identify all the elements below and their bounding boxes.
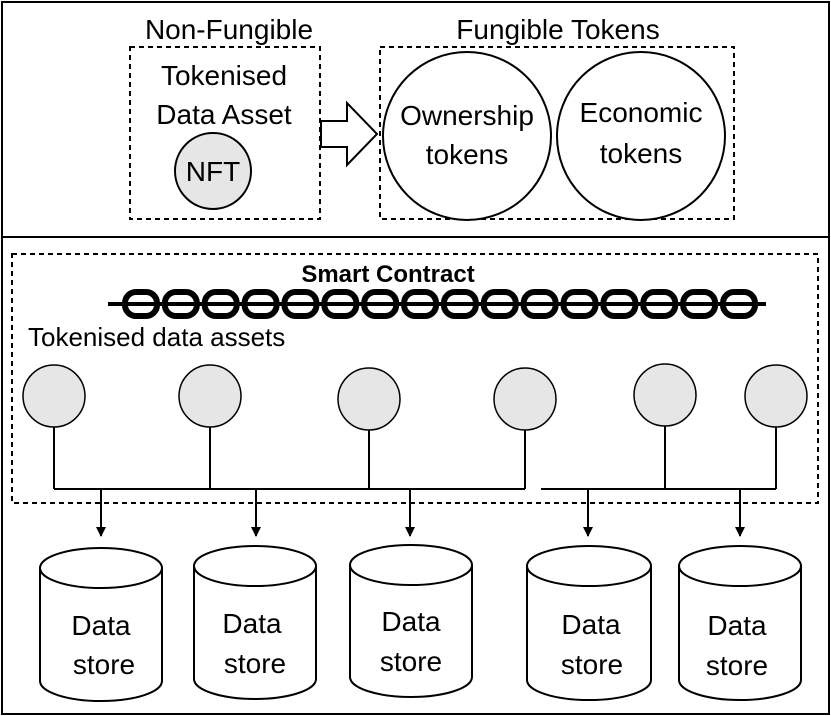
ownership-label-line2: tokens (426, 139, 509, 170)
tokenised-assets-label: Tokenised data assets (28, 322, 285, 352)
data-store-label: store (224, 648, 286, 679)
chain-link (161, 289, 200, 319)
data-store-label: store (561, 649, 623, 680)
data-store: Data store (193, 545, 317, 700)
chain-link (321, 289, 360, 319)
asset-token (493, 367, 557, 431)
asset-token (337, 367, 401, 431)
chain-link (241, 289, 280, 319)
fungible-heading: Fungible Tokens (456, 14, 659, 45)
ownership-label-line1: Ownership (400, 100, 534, 131)
chain-link (640, 289, 679, 319)
chain-icon (108, 289, 766, 319)
asset-tokens (22, 363, 808, 431)
smart-contract-box (11, 253, 819, 504)
asset-token (633, 363, 697, 427)
asset-token (744, 364, 808, 428)
chain-link (560, 289, 599, 319)
chain-link (401, 289, 440, 319)
nft-token (174, 132, 252, 210)
data-store-label: Data (707, 610, 767, 641)
hollow-right-arrow-icon (320, 100, 379, 168)
data-store: Data store (349, 544, 473, 698)
chain-link (361, 289, 400, 319)
nonfungible-box (129, 46, 321, 220)
economic-token (556, 51, 726, 221)
nft-label: NFT (186, 156, 240, 187)
asset-label-line1: Tokenised (161, 60, 287, 91)
data-store: Data store (526, 545, 652, 701)
asset-connectors (53, 426, 777, 490)
ownership-token (382, 51, 552, 221)
chain-link (520, 289, 559, 319)
chain-link (720, 289, 758, 319)
chain-link (281, 289, 320, 319)
data-store-label: Data (381, 606, 441, 637)
smart-contract-title: Smart Contract (301, 261, 474, 288)
data-store-label: Data (222, 608, 282, 639)
chain-link (440, 289, 479, 319)
economic-label-line2: tokens (600, 138, 683, 169)
data-store-label: Data (561, 609, 621, 640)
chain-link (480, 289, 519, 319)
data-store-label: store (73, 649, 135, 680)
chain-link (680, 289, 719, 319)
store-arrows (96, 489, 745, 537)
asset-token (22, 364, 86, 428)
data-store-label: store (380, 646, 442, 677)
data-store-label: Data (71, 610, 131, 641)
chain-link (600, 289, 639, 319)
chain-link (201, 289, 240, 319)
asset-label-line2: Data Asset (156, 99, 292, 130)
data-store: Data store (39, 547, 163, 702)
asset-token (178, 364, 242, 428)
nonfungible-heading: Non-Fungible (145, 14, 313, 45)
chain-link (122, 289, 160, 319)
economic-label-line1: Economic (580, 97, 703, 128)
bottom-panel (1, 236, 830, 715)
fungible-box (379, 46, 735, 220)
data-store: Data store (678, 545, 802, 701)
data-store-label: store (706, 650, 768, 681)
